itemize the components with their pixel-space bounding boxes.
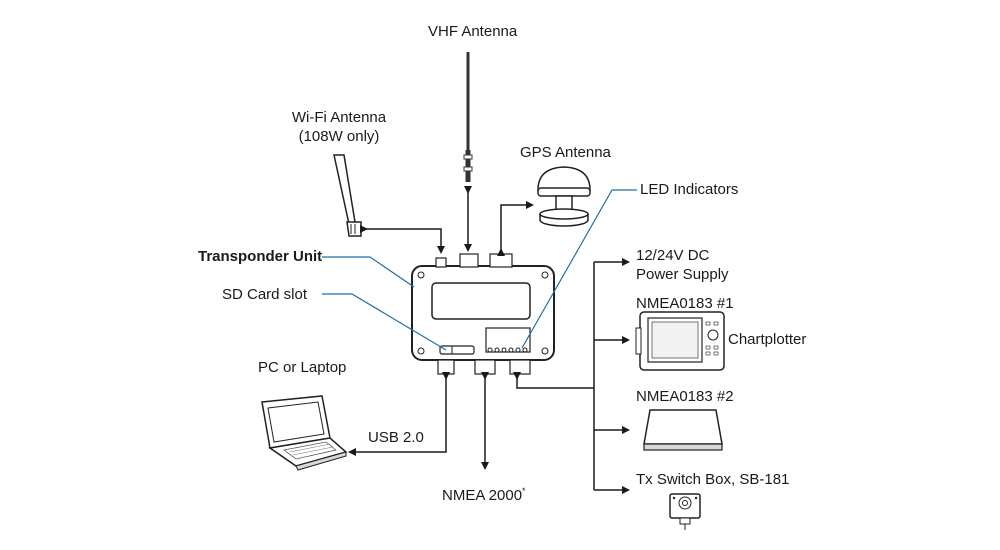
wifi-connection [360,225,445,254]
nmea0183-1-label: NMEA0183 #1 [636,295,734,312]
chartplotter-icon [635,311,725,371]
nmea2000-footnote-mark: * [522,486,526,496]
led-indicators-icon [487,347,528,353]
power-supply-label-line2: Power Supply [636,266,729,283]
sd-card-slot-label: SD Card slot [222,286,308,303]
led-leader [521,189,637,349]
pc-laptop-label: PC or Laptop [258,359,347,376]
laptop-icon [261,395,348,471]
tx-switch-box-icon [669,493,701,530]
nmea0183-device-icon [643,409,723,451]
usb-label: USB 2.0 [368,429,424,446]
usb-connection [348,372,450,456]
vhf-antenna-icon [463,52,473,182]
transponder-unit-icon [411,253,555,375]
nmea2000-label: NMEA 2000* [442,482,526,505]
wifi-antenna-label-line2: (108W only) [298,128,380,145]
wifi-antenna-label-line1: Wi-Fi Antenna [291,109,387,126]
gps-antenna-label: GPS Antenna [520,144,611,161]
bus-connection [513,372,594,389]
sd-card-leader [322,293,447,351]
gps-antenna-icon [537,166,591,227]
nmea2000-text: NMEA 2000 [442,487,523,504]
led-indicators-label: LED Indicators [640,181,739,198]
power-supply-label-line1: 12/24V DC [636,247,710,264]
nmea0183-2-label: NMEA0183 #2 [636,388,734,405]
leader-lines [322,189,637,351]
chartplotter-label: Chartplotter [728,331,807,348]
transponder-unit-label: Transponder Unit [198,248,323,265]
transponder-leader [322,256,415,288]
tx-switch-box-label: Tx Switch Box, SB-181 [636,471,790,488]
gps-connection [497,201,534,256]
wifi-antenna-icon [333,154,362,237]
connection-lines [348,186,630,494]
vhf-antenna-label: VHF Antenna [428,23,518,40]
